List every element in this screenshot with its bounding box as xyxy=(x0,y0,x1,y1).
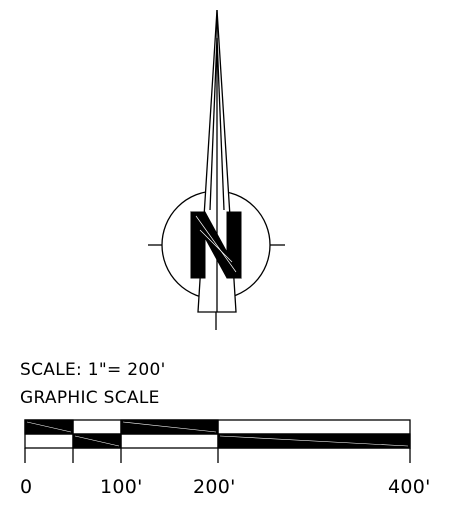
needle-inner-left xyxy=(209,37,218,211)
tick-label-100: 100' xyxy=(100,476,143,498)
tick-label-400: 400' xyxy=(388,476,431,498)
graphic-scale-bar xyxy=(24,419,411,463)
graphic-scale-label: GRAPHIC SCALE xyxy=(20,388,160,408)
north-letter-highlights xyxy=(195,215,237,273)
scale-ratio-label: SCALE: 1"= 200' xyxy=(20,360,166,380)
tick-label-200: 200' xyxy=(193,476,236,498)
north-arrow-icon xyxy=(148,9,285,330)
scale-hatch xyxy=(26,421,409,447)
tick-label-0: 0 xyxy=(20,476,33,498)
needle-inner-right xyxy=(216,37,225,211)
